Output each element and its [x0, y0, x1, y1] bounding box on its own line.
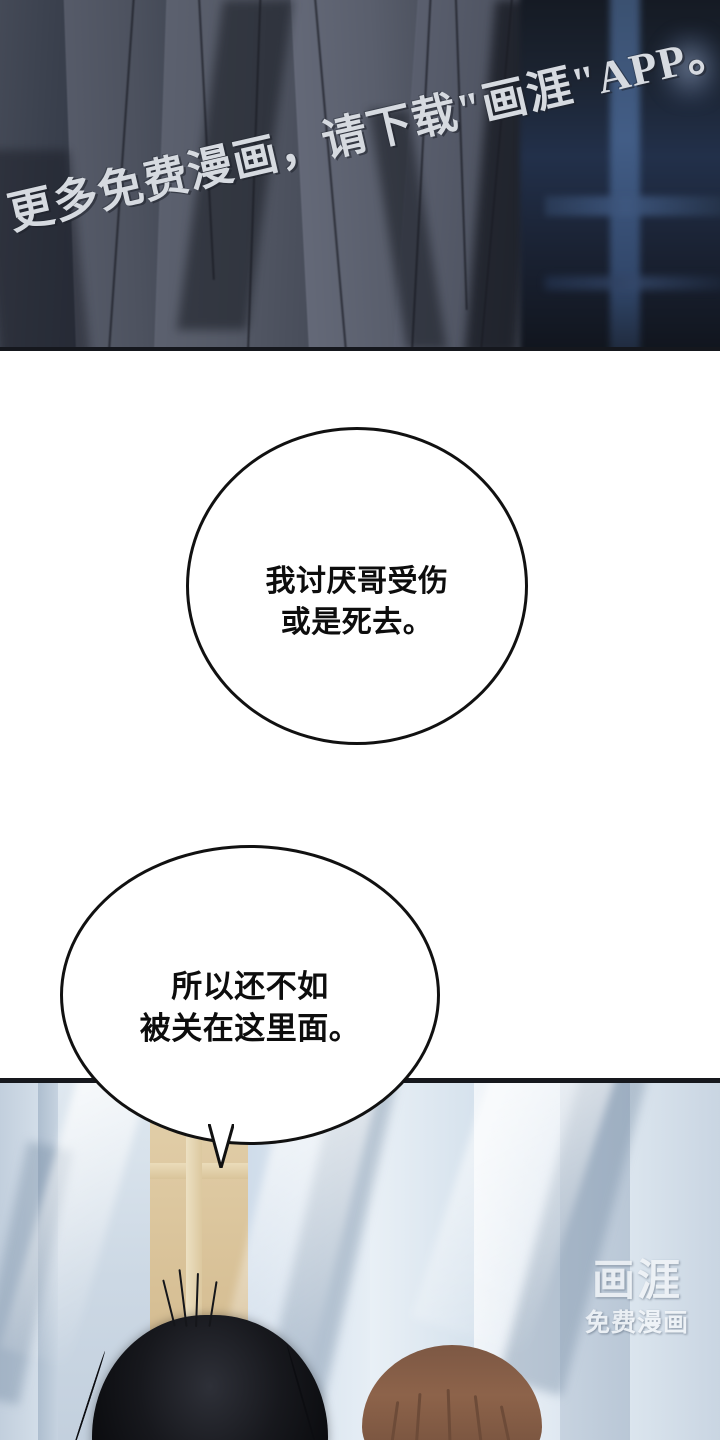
window-mullion-horizontal — [545, 276, 720, 290]
window-mullion-horizontal — [545, 196, 720, 216]
speech-bubble-2: 所以还不如 被关在这里面。 — [60, 845, 440, 1145]
speech-bubble-2-tail — [208, 1120, 234, 1168]
panel-bottom — [0, 1078, 720, 1440]
wall-slab — [630, 1083, 720, 1440]
wall-slab — [0, 1083, 38, 1440]
wall-slab — [560, 1083, 630, 1440]
speech-bubble-2-text: 所以还不如 被关在这里面。 — [139, 968, 361, 1047]
window-mullion-vertical — [610, 0, 640, 347]
wall-slab — [38, 1083, 58, 1440]
window-light-glow — [655, 28, 720, 106]
panel-top: 更多免费漫画，请下载"画涯"APP。 — [0, 0, 720, 351]
speech-bubble-1: 我讨厌哥受伤 或是死去。 — [186, 427, 528, 745]
speech-bubble-1-text: 我讨厌哥受伤 或是死去。 — [265, 564, 449, 640]
